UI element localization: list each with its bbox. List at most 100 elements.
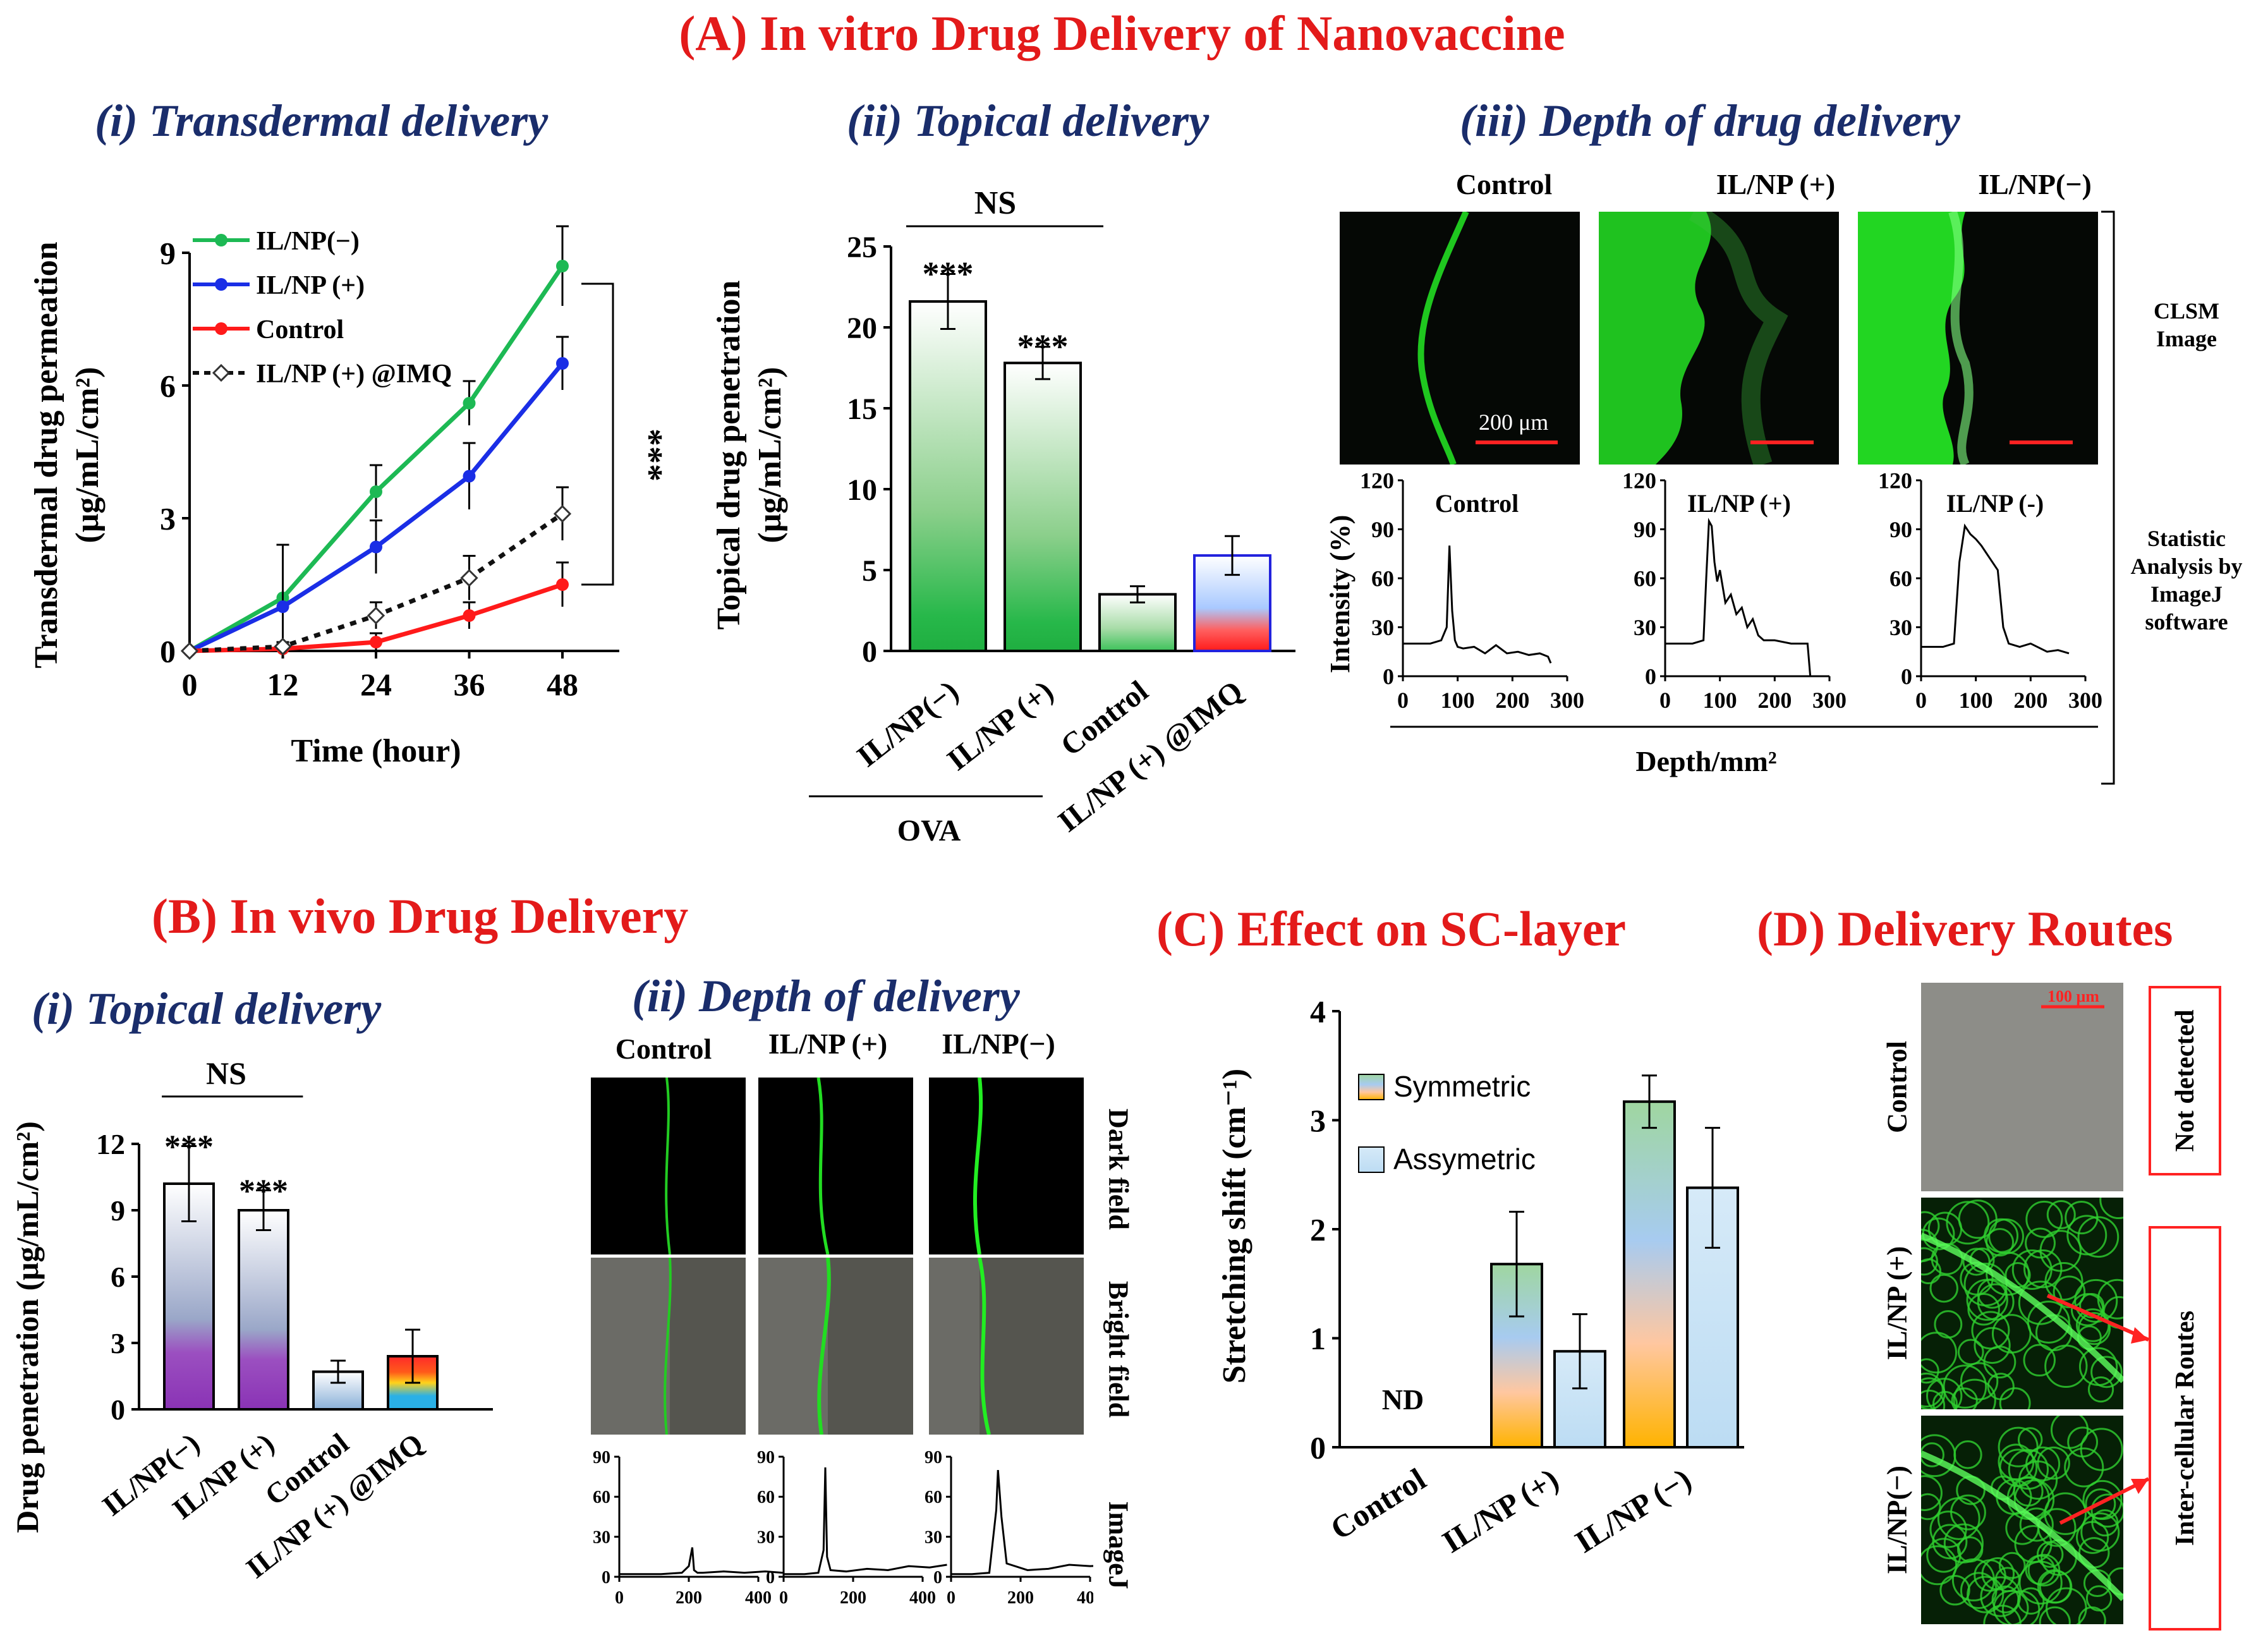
B-ii-y-tick-label: 90 (757, 1448, 775, 1467)
title-A-ii: (ii) Topical delivery (847, 95, 1210, 146)
cell-outline (2085, 1585, 2113, 1612)
cell-outline (1939, 1575, 1970, 1606)
B-ii-y-tick-label: 30 (593, 1527, 610, 1547)
cell-outline (2066, 1215, 2108, 1256)
A-i-series-line (188, 265, 564, 653)
A-ii-x-tick-label: IL/NP (+) (941, 674, 1060, 777)
B-i-y-tick-label: 12 (96, 1128, 125, 1160)
A-ii-y-label-units: (μg/mL/cm²) (752, 367, 788, 544)
C-y-tick-label: 3 (1310, 1103, 1326, 1138)
B-ii-y-tick-label: 30 (925, 1527, 942, 1547)
cell-outline (1943, 1523, 1984, 1564)
cell-outline (2037, 1508, 2077, 1547)
row-label-imagej: ImageJ (1103, 1501, 1134, 1589)
A-iii-x-tick-label: 200 (1757, 688, 1792, 713)
cell-outline (1960, 1362, 1999, 1400)
cell-outline (2085, 1488, 2116, 1520)
A-i-point (463, 609, 476, 622)
A-iii-y-label: Intensity (%) (1325, 515, 1355, 674)
panel-delivery-routes: 100 μm Control IL/NP (+) IL/NP(−) Not de… (1871, 973, 2244, 1643)
title-C: (C) Effect on SC-layer (1156, 901, 1626, 956)
A-iii-x-tick-label: 0 (1915, 688, 1927, 713)
A-iii-y-tick-label: 90 (1634, 517, 1656, 542)
scale-label-D: 100 μm (2047, 987, 2099, 1005)
A-iii-y-tick-label: 0 (1901, 664, 1912, 689)
B-i-y-tick-label: 3 (111, 1327, 125, 1359)
box-not-detected: Not detected (2149, 986, 2221, 1175)
A-iii-y-tick-label: 30 (1371, 615, 1394, 640)
A-iii-x-tick-label: 300 (1550, 688, 1584, 713)
cell-outline (1980, 1576, 2021, 1617)
B-ii-x-tick-label: 200 (676, 1588, 702, 1608)
A-i-x-tick-label: 48 (547, 667, 578, 702)
B-ii-y-tick-label: 90 (925, 1448, 942, 1467)
A-ii-group-label: OVA (897, 814, 961, 847)
A-iii-x-tick-label: 200 (1495, 688, 1529, 713)
A-i-x-tick-label: 36 (454, 667, 485, 702)
A-i-legend-label: IL/NP(−) (256, 227, 360, 256)
C-legend-swatch (1358, 1074, 1385, 1100)
A-ii-ns-label: NS (974, 185, 1016, 221)
A-ii-sig-label: *** (1017, 328, 1069, 366)
cell-outline (2046, 1200, 2076, 1230)
d-image-control: 100 μm (1921, 983, 2123, 1191)
A-iii-y-tick-label: 120 (1622, 468, 1656, 494)
A-i-point (370, 485, 382, 498)
B-i-y-tick-label: 0 (111, 1394, 125, 1426)
A-iii-col-control: Control (1455, 168, 1553, 200)
cell-outline (2078, 1312, 2111, 1345)
cell-outline (2079, 1293, 2105, 1319)
cell-outline (1929, 1273, 1958, 1303)
B-i-sig-label: *** (164, 1129, 214, 1165)
A-i-y-label: Transdermal drug permeation (28, 241, 64, 668)
cell-outline (1977, 1278, 2008, 1309)
box-intercellular-routes: Inter-cellular Routes (2149, 1226, 2221, 1631)
A-i-point (556, 357, 569, 370)
C-x-tick-label: IL/NP (+) (1436, 1461, 1564, 1560)
A-i-y-label-units: (μg/mL/cm²) (70, 367, 106, 544)
A-i-x-label: Time (hour) (291, 733, 461, 769)
B-ii-x-tick-label: 400 (1077, 1588, 1093, 1608)
bright-field-ilnp-plus (758, 1257, 913, 1435)
cell-outline (2074, 1278, 2118, 1323)
A-iii-col-ilnp-minus: IL/NP(−) (1978, 168, 2092, 200)
row-label-bright-field: Bright field (1103, 1280, 1134, 1418)
A-ii-y-label: Topical drug penetration (711, 281, 747, 630)
cell-outline (2065, 1200, 2099, 1235)
A-iii-y-tick-label: 90 (1889, 517, 1912, 542)
panel-depth-of-delivery: Control IL/NP (+) IL/NP(−) Dark field Br… (556, 1027, 1156, 1649)
A-iii-y-tick-label: 30 (1889, 615, 1912, 640)
A-i-point (553, 504, 572, 523)
A-iii-y-tick-label: 120 (1878, 468, 1912, 494)
A-i-point (463, 470, 476, 483)
cell-outline (2053, 1275, 2086, 1309)
cell-outline (2017, 1587, 2045, 1615)
A-ii-y-tick-label: 0 (862, 635, 877, 669)
A-i-point (276, 600, 289, 613)
A-iii-profile-line (1665, 518, 1812, 677)
A-iii-y-tick-label: 120 (1360, 468, 1394, 494)
cell-outline (1929, 1510, 1967, 1548)
B-ii-y-tick-label: 60 (593, 1488, 610, 1507)
cell-outline (1998, 1426, 2039, 1467)
title-A-iii: (iii) Depth of drug delivery (1460, 95, 1960, 146)
A-i-point (367, 606, 385, 625)
row-label-dark-field: Dark field (1103, 1108, 1134, 1230)
C-y-label: Stretching shift (cm⁻¹) (1216, 1069, 1252, 1383)
cell-outline (1953, 1440, 1982, 1469)
title-A: (A) In vitro Drug Delivery of Nanovaccin… (679, 6, 1565, 61)
cell-outline (2023, 1249, 2063, 1289)
B-ii-profile-line (951, 1469, 1093, 1576)
cell-outline (2044, 1492, 2087, 1535)
C-legend-label: Symmetric (1393, 1070, 1531, 1103)
C-x-tick-label: IL/NP (−) (1568, 1461, 1697, 1560)
A-iii-x-tick-label: 0 (1659, 688, 1671, 713)
C-y-tick-label: 4 (1310, 994, 1326, 1029)
cell-outline (1971, 1311, 2010, 1350)
A-iii-col-ilnp-plus: IL/NP (+) (1716, 168, 1836, 200)
cell-outline (2076, 1521, 2109, 1554)
C-y-tick-label: 0 (1310, 1430, 1326, 1466)
